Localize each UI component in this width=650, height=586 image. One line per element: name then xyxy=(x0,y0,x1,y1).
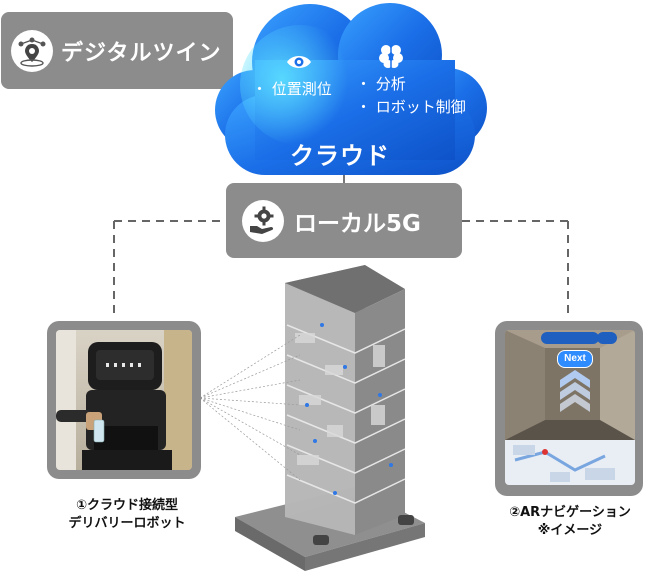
ar-navigation-caption-line1: ②ARナビゲーション xyxy=(509,505,631,520)
building-digital-twin xyxy=(235,265,425,571)
digital-twin-label: デジタルツイン xyxy=(61,40,222,66)
cloud-right-item-1: ・ 分析 xyxy=(356,75,406,93)
delivery-robot-caption-line1: ①クラウド接続型 xyxy=(75,498,178,513)
gear-hand-icon xyxy=(242,199,284,242)
digital-twin-badge: デジタルツイン xyxy=(1,12,233,89)
cloud-left-item: ・ 位置測位 xyxy=(252,80,332,98)
cloud-title: クラウド xyxy=(290,142,390,170)
brain-icon xyxy=(379,45,403,68)
next-label: Next xyxy=(557,350,593,368)
local5g-label: ローカル5G xyxy=(294,210,421,237)
eye-icon xyxy=(287,56,311,68)
map-pin-network-icon xyxy=(11,29,53,72)
delivery-robot-caption-line2: デリバリーロボット xyxy=(68,516,186,531)
cloud-right-item-2: ・ ロボット制御 xyxy=(356,98,466,116)
ar-navigation-photo: Next xyxy=(505,330,635,485)
delivery-robot-photo xyxy=(56,330,192,470)
ar-navigation-caption-line2: ※イメージ xyxy=(537,523,603,538)
local5g-badge: ローカル5G xyxy=(226,183,462,258)
